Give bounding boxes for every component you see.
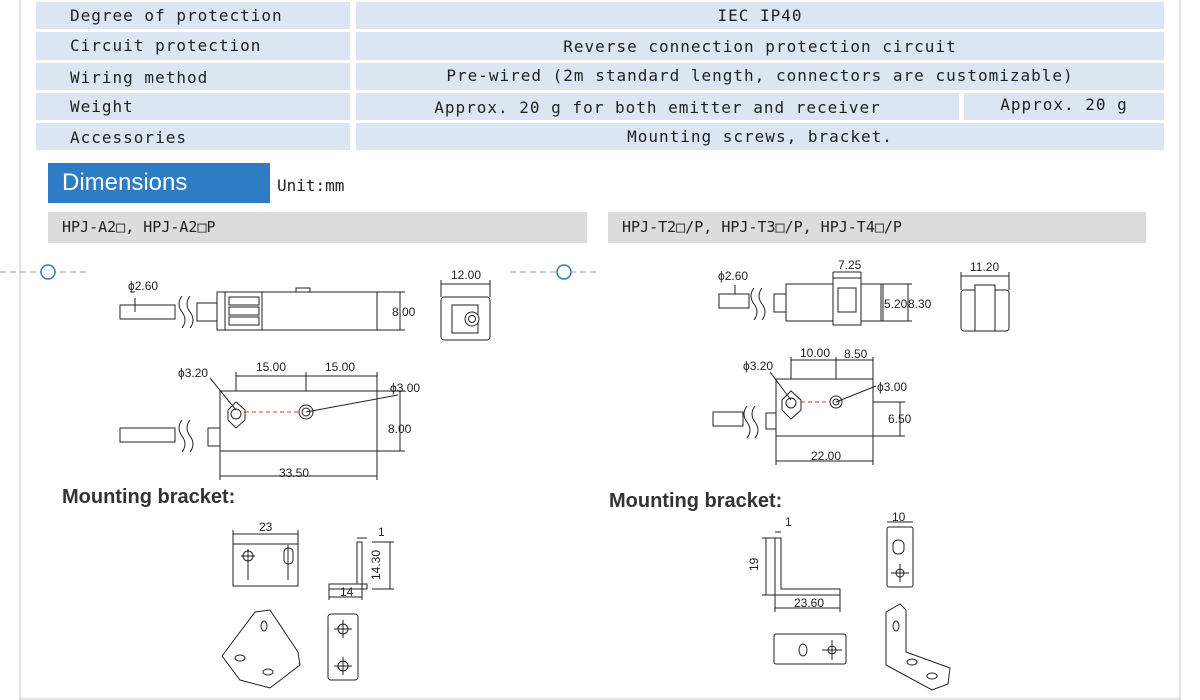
left-sensor-top-view xyxy=(119,372,405,480)
left-sensor-end-view xyxy=(440,280,491,341)
dim-left-h1: 8.00 xyxy=(392,305,416,319)
dim-right-d1: ϕ2.60 xyxy=(718,269,748,283)
spec-value-protection: IEC IP40 xyxy=(356,2,1164,29)
dim-right-a: 10.00 xyxy=(800,346,830,360)
left-sensor-side-view xyxy=(119,287,405,331)
right-bracket-drawings xyxy=(762,521,951,691)
dim-left-b: 15.00 xyxy=(325,360,355,374)
dim-right-b: 8.50 xyxy=(844,347,868,361)
spec-label-weight: Weight xyxy=(36,93,350,120)
spec-value-weight-2: Approx. 20 g xyxy=(964,93,1164,120)
unit-label: Unit:mm xyxy=(277,176,345,195)
page-frame xyxy=(19,0,1181,700)
spec-value-weight: Approx. 20 g for both emitter and receiv… xyxy=(356,93,959,120)
model-left: HPJ-A2□, HPJ-A2□P xyxy=(48,212,587,243)
section-title: Dimensions xyxy=(48,163,270,203)
right-sensor-end-view xyxy=(960,272,1010,332)
spec-label-protection: Degree of protection xyxy=(36,2,350,29)
dim-left-h2: 8.00 xyxy=(388,422,412,436)
spec-label-accessories: Accessories xyxy=(36,123,350,150)
right-sensor-side-view xyxy=(718,271,912,326)
spec-label-wiring: Wiring method xyxy=(36,63,350,90)
dim-right-h2: 8.30 xyxy=(908,297,932,311)
bracket-title-left: Mounting bracket: xyxy=(62,486,236,508)
anchor-circle-left xyxy=(40,264,56,280)
dim-left-w1: 12.00 xyxy=(451,268,481,282)
dim-right-d2: ϕ3.20 xyxy=(743,359,773,373)
model-right: HPJ-T2□/P, HPJ-T3□/P, HPJ-T4□/P xyxy=(608,212,1146,243)
left-bracket-drawings xyxy=(221,530,394,689)
anchor-circle-right xyxy=(556,264,572,280)
spec-value-circuit: Reverse connection protection circuit xyxy=(356,32,1164,60)
dim-left-bh: 14.30 xyxy=(369,550,383,580)
dim-left-bt: 1 xyxy=(378,525,385,539)
dim-left-d1: ϕ2.60 xyxy=(128,279,158,293)
dim-left-d2: ϕ3.20 xyxy=(178,366,208,380)
dim-right-w1: 7.25 xyxy=(838,258,862,272)
dim-right-h3: 6.50 xyxy=(888,412,912,426)
dim-right-h1: 5.20 xyxy=(884,297,908,311)
dim-right-bl: 23.60 xyxy=(794,596,824,610)
dim-right-bt: 1 xyxy=(785,515,792,529)
dim-left-len: 33.50 xyxy=(279,466,309,480)
dim-right-w2: 11.20 xyxy=(970,260,999,274)
spec-value-accessories: Mounting screws, bracket. xyxy=(356,123,1164,150)
dim-right-bh: 19 xyxy=(747,557,761,571)
dim-right-len: 22.00 xyxy=(811,449,841,463)
dim-left-a: 15.00 xyxy=(256,360,286,374)
spec-label-circuit: Circuit protection xyxy=(36,32,350,60)
dim-left-bl: 14 xyxy=(340,585,354,599)
dim-right-bw: 10 xyxy=(892,510,906,524)
right-sensor-top-view xyxy=(712,357,905,465)
dim-left-d3: ϕ3.00 xyxy=(390,381,420,395)
bracket-title-right: Mounting bracket: xyxy=(609,490,783,512)
spec-value-wiring: Pre-wired (2m standard length, connector… xyxy=(356,63,1164,90)
dim-right-d3: ϕ3.00 xyxy=(877,380,907,394)
dim-left-bw: 23 xyxy=(259,520,273,534)
